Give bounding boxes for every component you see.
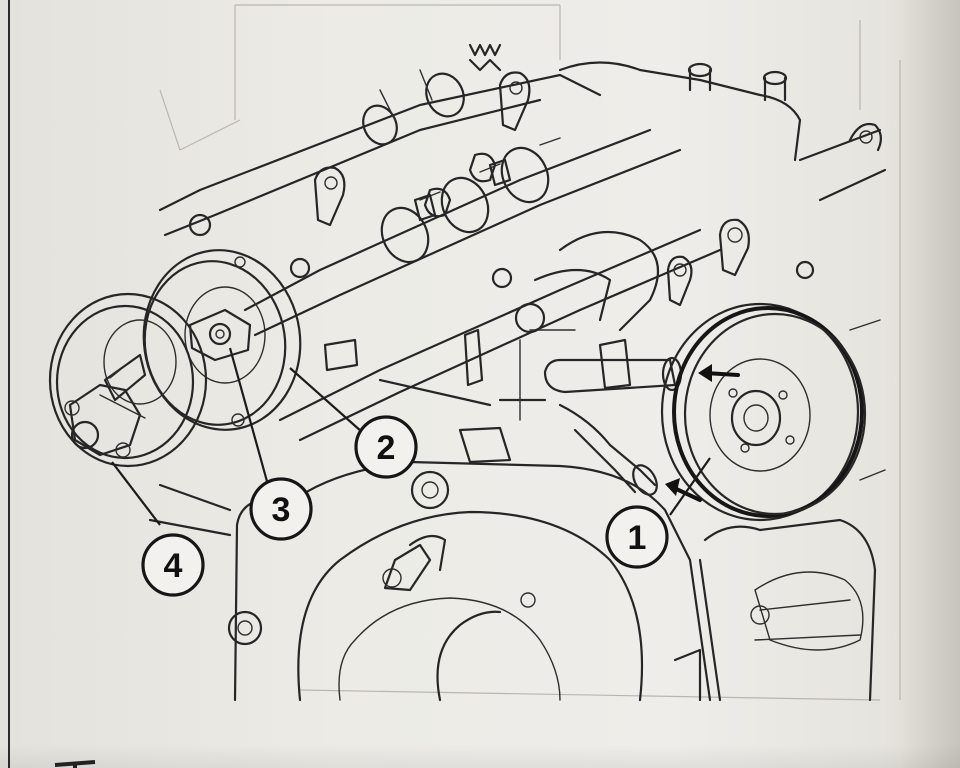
- callout-1-label: 1: [628, 519, 647, 557]
- page-margin-line: [8, 0, 10, 768]
- arrow-lower-icon: [665, 478, 680, 496]
- cropped-text-fragment: [54, 760, 96, 768]
- leader-1: [669, 457, 711, 516]
- power-steering-pulley: [48, 292, 208, 468]
- callout-4-label: 4: [164, 547, 183, 585]
- callout-4: 4: [141, 533, 205, 597]
- coolant-hoses: [378, 230, 683, 496]
- bleed-through-lines: [159, 4, 901, 701]
- leader-2: [289, 367, 363, 433]
- callout-3: 3: [249, 477, 313, 541]
- callout-1: 1: [605, 505, 669, 569]
- arrow-upper-icon: [698, 364, 712, 382]
- leader-4: [111, 461, 161, 526]
- callout-2: 2: [354, 415, 418, 479]
- cylinder-heads: [158, 43, 887, 442]
- water-pump-pulley: [660, 302, 886, 522]
- leader-3: [228, 347, 270, 486]
- callout-leader-lines: [111, 347, 711, 526]
- page-bottom-shadow: [0, 744, 960, 768]
- callout-2-label: 2: [377, 429, 396, 467]
- idler-pulley: [142, 249, 302, 431]
- page-edge-shadow: [900, 0, 960, 768]
- engine-block: [148, 426, 877, 702]
- callout-3-label: 3: [272, 491, 291, 529]
